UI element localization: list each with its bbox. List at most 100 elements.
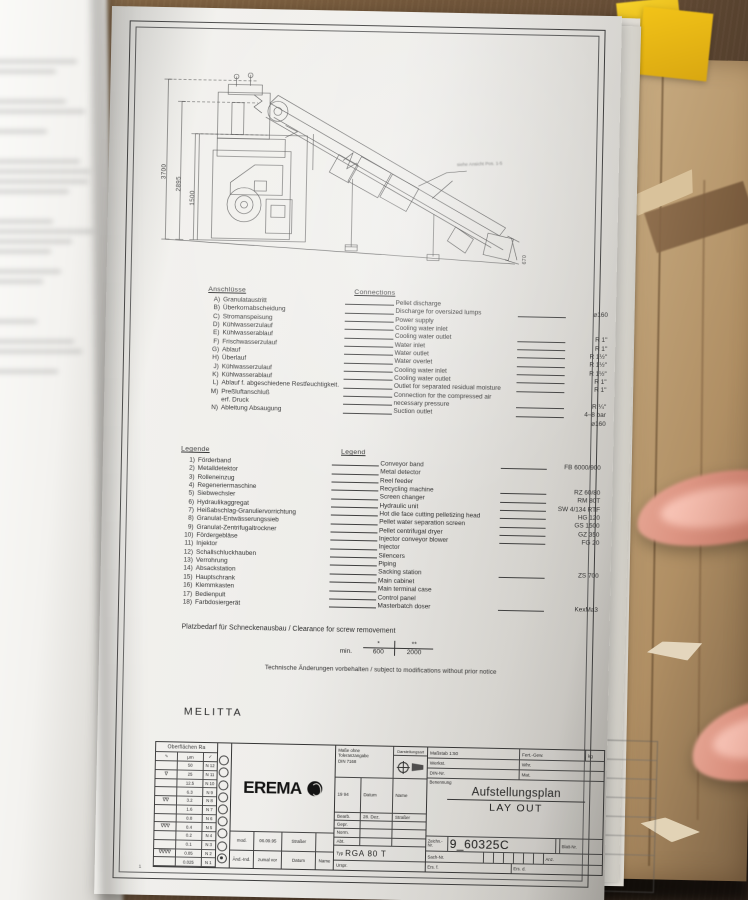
legend-row-leader-2 (498, 569, 544, 570)
erema-logo: EREMA (230, 743, 336, 834)
clearance-value-2: 2000 (406, 649, 422, 657)
legend-row-index: 3) (188, 473, 195, 481)
date-grid-year: 19 94 (335, 777, 362, 812)
connection-row-index: C) (212, 312, 220, 320)
legend-row-index: 16) (183, 581, 193, 589)
connection-row-leader (344, 320, 394, 323)
legend-row-code: FG 20 (581, 539, 600, 547)
erema-wordmark: EREMA (243, 777, 302, 798)
roughness-symbol-cell (154, 831, 176, 841)
clearance-note: Platzbedarf für Schneckenausbau / Cleara… (181, 624, 582, 678)
dimension-label-3700: 3700 (160, 163, 168, 180)
date-grid-date (360, 829, 393, 838)
roughness-symbol-cell: ∇∇∇∇ (153, 848, 176, 858)
legend-row-leader (331, 489, 378, 492)
connections-title-en: Connections (354, 288, 396, 297)
roughness-n-cell: N 2 (201, 849, 215, 859)
connection-row-leader (344, 354, 393, 357)
roughness-symbol-cell: ∇ (155, 769, 177, 779)
connection-row-leader (344, 345, 393, 348)
connection-row-leader (343, 362, 393, 365)
connection-row-leader-2 (517, 334, 565, 335)
tolerance-and-date-column: Maße ohne Toleranzangabe DIN 7168 Darste… (333, 745, 429, 872)
roughness-symbol-cell (154, 804, 176, 814)
roughness-sub-unit: μm (177, 752, 205, 761)
legend-row-leader (329, 564, 377, 567)
legend-row-leader-2 (499, 518, 546, 521)
legend-row-leader-2 (499, 509, 546, 512)
qty-label: Anz. (545, 856, 555, 862)
connection-row-leader-2 (516, 357, 566, 360)
facing-page-text (0, 60, 106, 860)
roughness-symbol-cell: ∇∇∇ (154, 822, 176, 832)
legend-row-leader (329, 556, 377, 559)
connection-row-index: J) (213, 362, 219, 370)
clearance-row-label: min. (339, 647, 353, 655)
connection-row-leader (343, 395, 392, 398)
roughness-n-cell: N 5 (202, 823, 216, 833)
connection-row-code: ⌀160 (591, 420, 606, 428)
roughness-n-cell: N 12 (203, 761, 217, 772)
type-label: Typ (336, 850, 344, 856)
projection-area: Darstellungsart (394, 746, 428, 779)
legend-row-leader (329, 589, 376, 592)
date-grid-date (360, 837, 393, 846)
roughness-symbol-cell (153, 857, 175, 867)
connection-row-leader (344, 337, 393, 340)
connection-row-leader-2 (516, 400, 564, 401)
weight-unit: kg (587, 753, 593, 759)
scale-label: Maßstab 1:50 (427, 747, 521, 760)
roughness-n-cell: N 11 (203, 770, 217, 780)
legend-row-leader (328, 606, 376, 609)
connection-row-leader (343, 370, 393, 373)
legend-row-index: 15) (183, 573, 193, 581)
legend-row-index: 12) (183, 548, 194, 556)
date-grid-date: 28. Dez. (360, 812, 394, 821)
roughness-n-cell: N 6 (202, 814, 216, 824)
roughness-n-cell: N 4 (202, 831, 216, 841)
roughness-n-cell: N 9 (203, 788, 217, 798)
title-main-column: Maßstab 1:50 Fert.-Gew. kg Werkst. Whr. … (425, 747, 605, 875)
connection-row-leader (343, 379, 393, 382)
date-grid-name (393, 822, 426, 830)
connection-row-index: N) (211, 404, 219, 412)
date-grid-header: 19 94 Datum Name (335, 777, 427, 814)
revision-index: mod. (230, 831, 255, 850)
connection-row-label-en (393, 425, 513, 427)
date-grid-hdr-date: Datum (361, 778, 394, 813)
connection-row-code: R 1" (594, 387, 607, 395)
connection-row-leader-2 (516, 340, 566, 343)
revision-hdr-name: Name (318, 858, 331, 864)
legend-row-leader-2 (500, 486, 546, 487)
legend-row-leader-2 (499, 493, 547, 496)
legend-row-leader (331, 498, 378, 501)
legend-row-code: ZS 700 (577, 572, 599, 581)
date-grid-role: Bearb. (334, 812, 362, 821)
legend-row-leader-2 (498, 561, 544, 562)
connection-row-index: F) (213, 337, 220, 345)
connection-row-index: D) (212, 321, 220, 329)
dimension-label-1500: 1500 (189, 190, 197, 206)
legend-row-leader (331, 464, 379, 467)
legend-row-index: 13) (183, 556, 193, 564)
erema-logo-mark (307, 781, 323, 797)
roughness-sub-check: ✓ (208, 754, 213, 760)
roughness-n-cell: N 3 (202, 840, 216, 850)
revision-hdr-date: Datum (281, 851, 317, 870)
connection-row-leader-2 (517, 315, 566, 318)
projection-symbols (394, 756, 427, 779)
din-label: DIN-Nr. (427, 768, 520, 780)
drawing-no-value: 9_60325C (448, 836, 557, 854)
roughness-symbol-cell: ∇∇ (154, 796, 177, 806)
legend-row-index: 5) (188, 490, 195, 498)
legend-row-index: 1) (189, 456, 195, 464)
weight-label: Fert.-Gew. (519, 749, 587, 761)
connections-title-de: Anschlüsse (208, 285, 247, 294)
connection-row-leader-2 (516, 382, 565, 385)
legend-row-index: 17) (182, 590, 193, 598)
connection-row-leader-2 (516, 349, 566, 352)
date-grid-date (360, 821, 393, 830)
